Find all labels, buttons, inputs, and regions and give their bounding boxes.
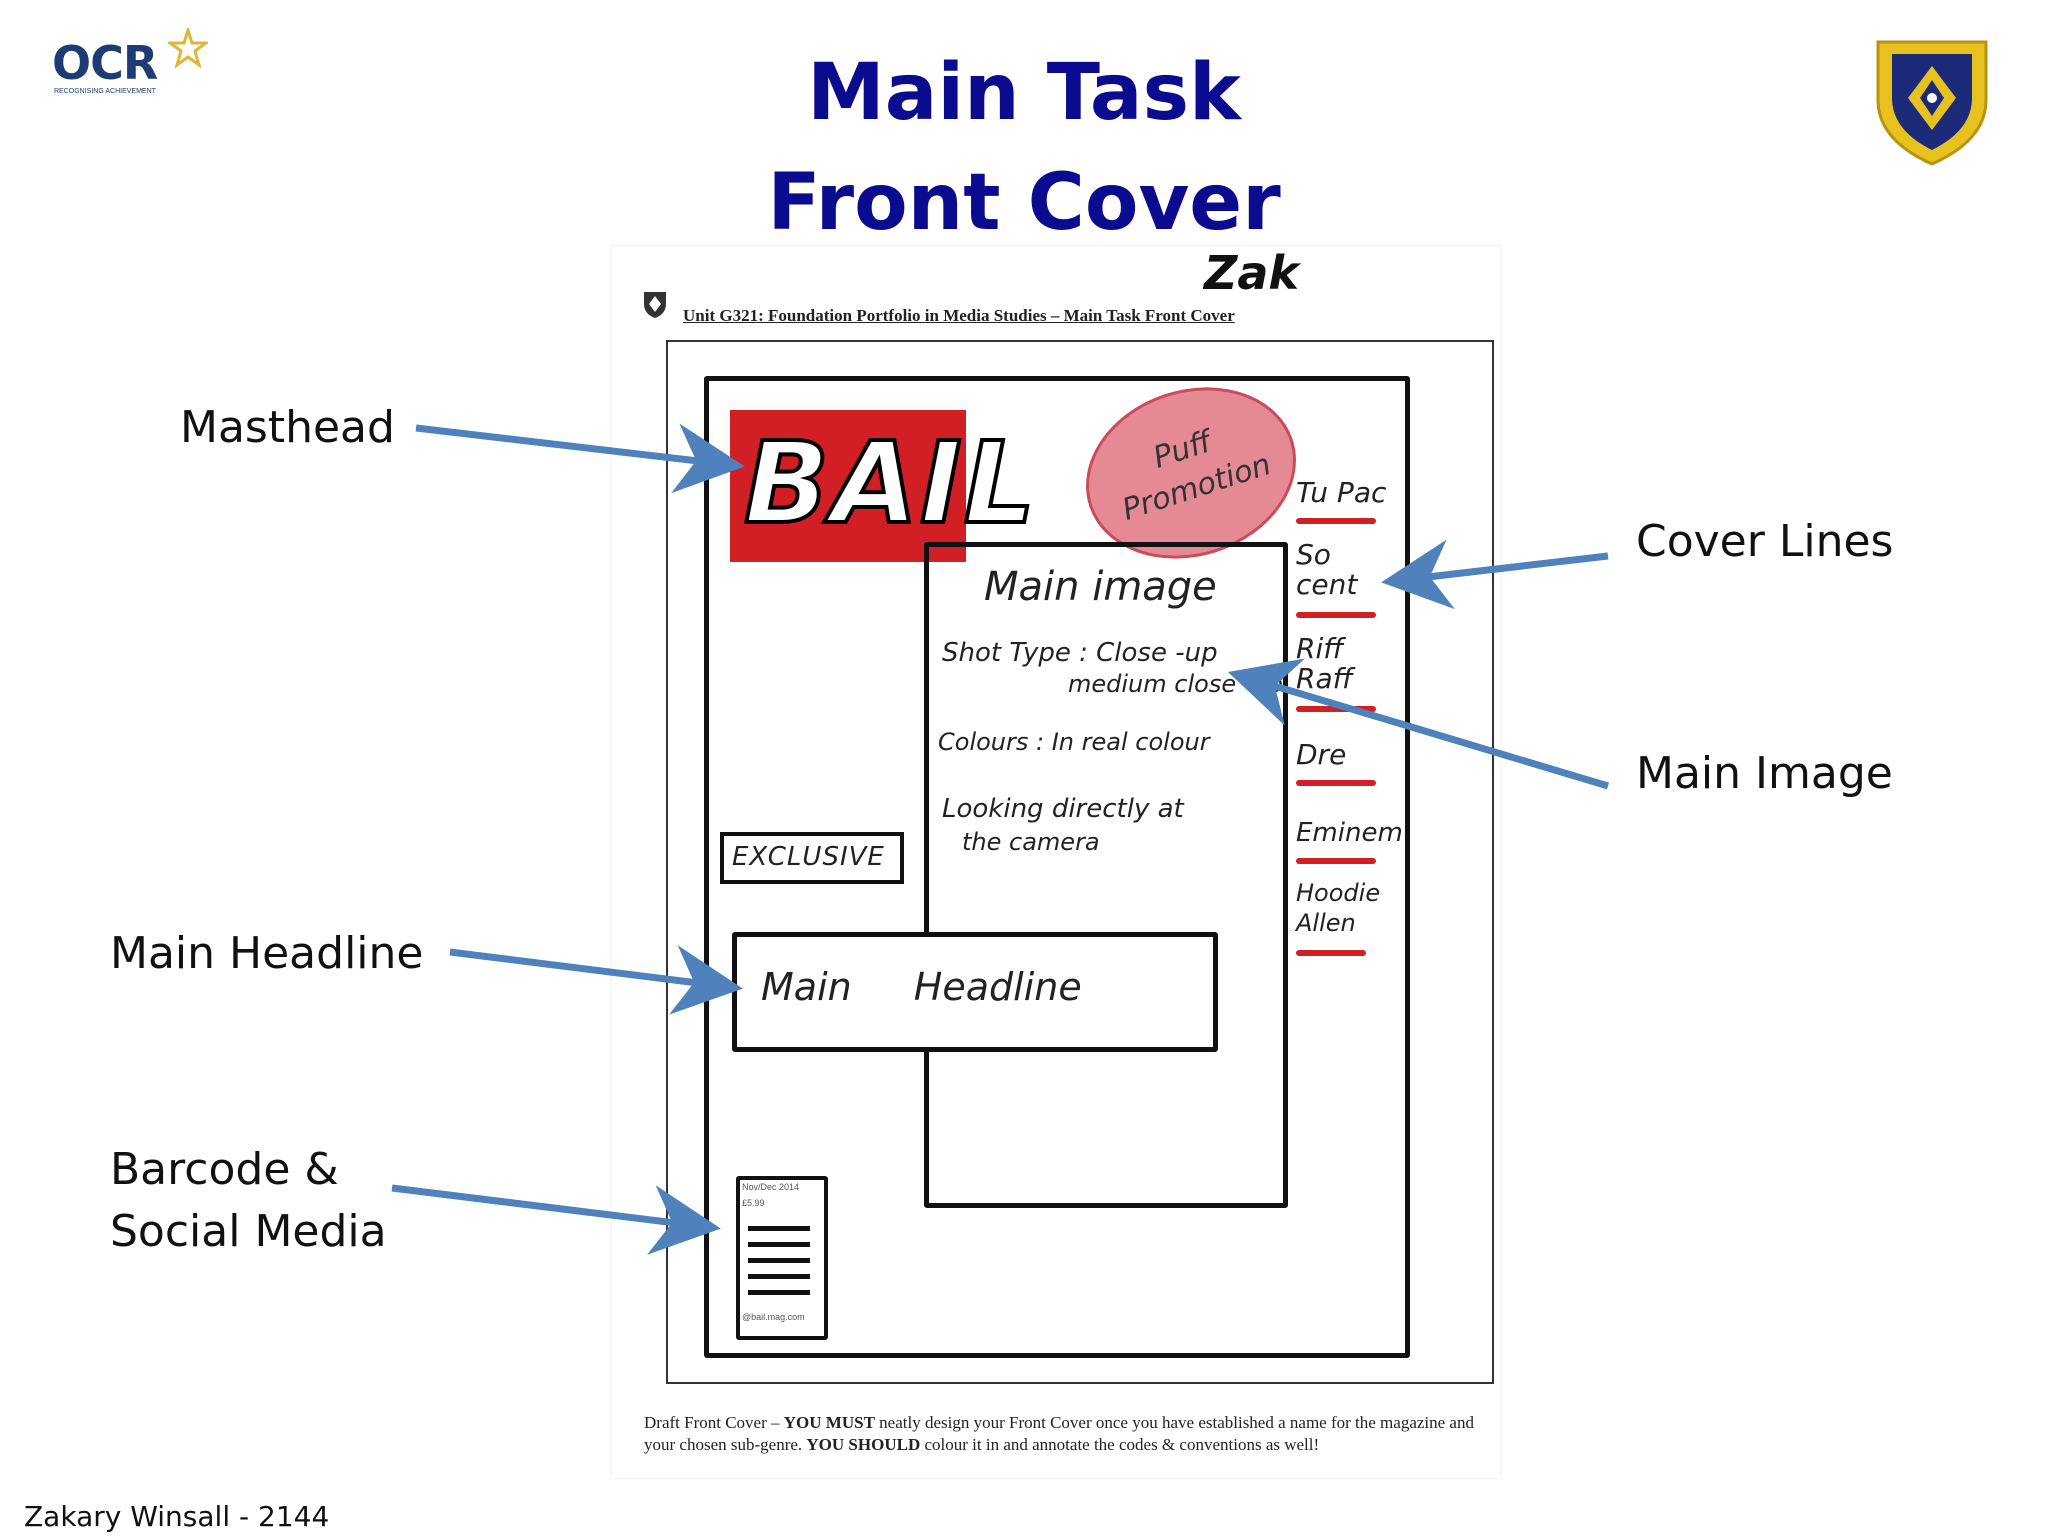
worksheet-crest-icon bbox=[644, 292, 666, 318]
cover-line-bar-4 bbox=[1296, 780, 1376, 786]
page-title-line2: Front Cover bbox=[767, 158, 1281, 248]
instructions-lead: Draft Front Cover – bbox=[644, 1413, 784, 1432]
instructions-must: YOU MUST bbox=[783, 1413, 875, 1432]
annotation-masthead: Masthead bbox=[180, 402, 395, 453]
arrow-masthead bbox=[415, 423, 745, 494]
cover-line-bar-2 bbox=[1296, 612, 1376, 618]
exclusive-box: EXCLUSIVE bbox=[720, 832, 904, 884]
annotation-main-headline: Main Headline bbox=[110, 928, 424, 979]
ocr-tagline: RECOGNISING ACHIEVEMENT bbox=[54, 88, 156, 95]
worksheet-scan: Zak Unit G321: Foundation Portfolio in M… bbox=[612, 246, 1500, 1478]
cover-line-5: Eminem bbox=[1296, 818, 1403, 848]
annotation-barcode-line1: Barcode & bbox=[110, 1144, 339, 1195]
headline-box: Main Headline bbox=[732, 932, 1218, 1052]
main-image-title: Main image bbox=[984, 564, 1217, 610]
annotation-barcode-line2: Social Media bbox=[110, 1206, 387, 1257]
main-image-box bbox=[924, 542, 1288, 1208]
page-title-line1: Main Task bbox=[807, 48, 1241, 138]
barcode-line-3 bbox=[748, 1258, 810, 1263]
cover-line-bar-5 bbox=[1296, 858, 1376, 864]
drawing-frame bbox=[666, 340, 1494, 1384]
cover-line-bar-1 bbox=[1296, 518, 1376, 524]
masthead-text: BAIL bbox=[742, 419, 1038, 549]
arrow-barcode bbox=[391, 1184, 721, 1255]
author-signature: Zak bbox=[1204, 246, 1299, 300]
worksheet-instructions: Draft Front Cover – YOU MUST neatly desi… bbox=[644, 1412, 1494, 1456]
main-image-colours: Colours : In real colour bbox=[938, 728, 1210, 756]
headline-text: Main Headline bbox=[761, 965, 1082, 1009]
cover-line-4: Dre bbox=[1296, 738, 1347, 771]
instructions-should: YOU SHOULD bbox=[806, 1435, 921, 1454]
social-media-url: @bail.mag.com bbox=[742, 1312, 805, 1322]
cover-line-3: Riff Raff bbox=[1296, 632, 1353, 695]
ocr-logo: OCR RECOGNISING ACHIEVEMENT bbox=[52, 28, 222, 106]
arrow-cover-lines bbox=[1381, 539, 1609, 610]
cover-line-6: Hoodie Allen bbox=[1296, 879, 1381, 937]
instructions-mid: neatly design your Front Cover once you … bbox=[644, 1413, 1474, 1454]
arrow-main-image bbox=[1227, 658, 1610, 790]
exclusive-text: EXCLUSIVE bbox=[732, 842, 885, 872]
main-image-looking2: the camera bbox=[962, 828, 1100, 856]
barcode-price: £5.99 bbox=[742, 1198, 765, 1208]
barcode-line-2 bbox=[748, 1242, 810, 1247]
annotation-cover-lines: Cover Lines bbox=[1636, 516, 1894, 567]
arrow-main-headline bbox=[449, 945, 743, 1015]
cover-line-1: Tu Pac bbox=[1296, 476, 1387, 509]
barcode-line-1 bbox=[748, 1226, 810, 1231]
cover-lines-column: Tu Pac So cent Riff Raff Dre Eminem Hood… bbox=[1296, 476, 1403, 998]
star-icon bbox=[168, 28, 208, 68]
masthead-block: BAIL bbox=[730, 410, 1037, 562]
unit-title: Unit G321: Foundation Portfolio in Media… bbox=[683, 306, 1235, 325]
barcode-line-5 bbox=[748, 1290, 810, 1295]
barcode-box: Nov/Dec 2014 £5.99 @bail.mag.com bbox=[736, 1176, 828, 1340]
barcode-date: Nov/Dec 2014 bbox=[742, 1182, 800, 1192]
barcode-line-4 bbox=[748, 1274, 810, 1279]
main-image-shot-type: Shot Type : Close -up bbox=[942, 638, 1218, 668]
main-image-looking: Looking directly at bbox=[942, 794, 1184, 824]
cover-outline bbox=[704, 376, 1410, 1358]
school-crest-icon bbox=[1876, 40, 1988, 166]
author-credit: Zakary Winsall - 2144 bbox=[24, 1500, 330, 1533]
instructions-end: colour it in and annotate the codes & co… bbox=[920, 1435, 1320, 1454]
cover-line-bar-6 bbox=[1296, 950, 1366, 956]
cover-line-2: So cent bbox=[1296, 538, 1358, 601]
cover-line-bar-3 bbox=[1296, 706, 1376, 712]
ocr-logo-text: OCR bbox=[52, 36, 158, 90]
annotation-main-image: Main Image bbox=[1636, 748, 1893, 799]
